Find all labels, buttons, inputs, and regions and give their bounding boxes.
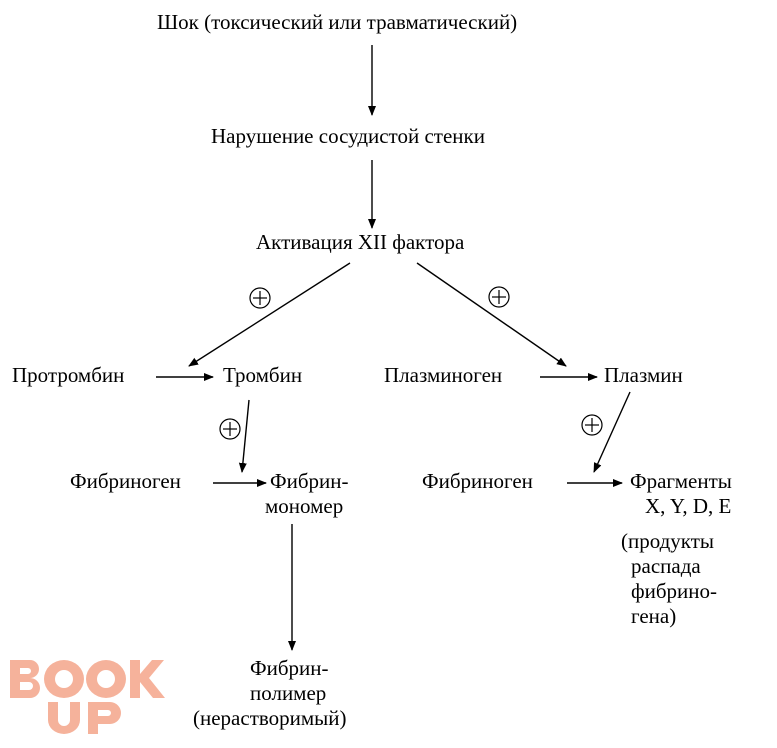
- polymer-line-3: (нерастворимый): [193, 706, 347, 730]
- polymer-line-1: Фибрин-: [250, 656, 329, 680]
- node-fragments: Фрагменты X, Y, D, E: [630, 469, 732, 519]
- node-fibrin-polymer: Фибрин- полимер (нерастворимый): [193, 656, 389, 731]
- node-shock: Шок (токсический или травматический): [157, 10, 518, 34]
- products-line-4: гена): [631, 604, 677, 628]
- fragments-line-2: X, Y, D, E: [645, 494, 732, 518]
- node-vascular-wall: Нарушение сосудистой стенки: [211, 124, 485, 148]
- arrow-factor12-to-plasmin: [416, 262, 567, 367]
- node-thrombin: Тромбин: [223, 363, 303, 387]
- node-fibrinogen-left: Фибриноген: [70, 469, 181, 493]
- node-factor-xii: Активация XII фактора: [256, 230, 465, 254]
- activation-plus-icon: [219, 418, 241, 440]
- fragments-line-1: Фрагменты: [630, 469, 732, 493]
- arrow-thrombin-to-fibrin: [238, 399, 250, 473]
- node-plasmin: Плазмин: [604, 363, 683, 387]
- arrow-factor12-to-thrombin: [188, 262, 351, 367]
- activation-plus-icon: [249, 287, 271, 309]
- polymer-line-2: полимер: [250, 681, 327, 705]
- node-degradation-products: (продукты распада фибрино- гена): [621, 529, 717, 629]
- node-plasminogen: Плазминоген: [384, 363, 503, 387]
- node-fibrin-monomer: Фибрин- мономер: [265, 469, 348, 519]
- node-fibrinogen-right: Фибриноген: [422, 469, 533, 493]
- products-line-2: распада: [631, 554, 701, 578]
- arrow-plasmin-to-fragments: [593, 391, 631, 473]
- node-prothrombin: Протромбин: [12, 363, 125, 387]
- products-line-3: фибрино-: [631, 579, 717, 603]
- products-line-1: (продукты: [621, 529, 715, 553]
- fibrin-monomer-line-2: мономер: [265, 494, 344, 518]
- bookup-watermark-logo: [10, 659, 165, 734]
- activation-plus-icon: [488, 286, 510, 308]
- fibrin-monomer-line-1: Фибрин-: [270, 469, 349, 493]
- activation-plus-icon: [581, 414, 603, 436]
